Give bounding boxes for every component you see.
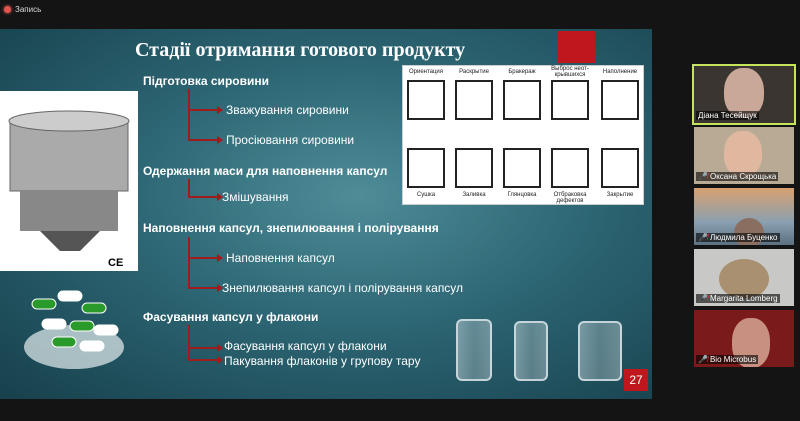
shared-slide: Стадії отримання готового продукту CE Пі… <box>0 29 652 399</box>
capsules-bowl-image <box>22 269 126 381</box>
participant-tile[interactable]: 🎤̸Людмила Буценко <box>694 188 794 245</box>
section-heading: Фасування капсул у флакони <box>143 310 319 324</box>
recording-indicator[interactable]: Запись <box>4 5 41 14</box>
mic-muted-icon: 🎤̸ <box>698 294 708 303</box>
page-number: 27 <box>624 369 648 391</box>
step-item: Просіювання сировини <box>226 133 355 147</box>
section-heading: Наповнення капсул, знепилювання і поліру… <box>143 221 439 235</box>
section-heading: Одержання маси для наповнення капсул <box>143 164 388 178</box>
glass-jar-image <box>456 319 492 381</box>
record-icon <box>4 6 11 13</box>
glass-jar-image <box>578 321 622 381</box>
recording-label: Запись <box>15 5 42 14</box>
mic-muted-icon: 🎤̸ <box>698 172 708 181</box>
participant-name: Оксана Скрощька <box>709 172 777 181</box>
mic-muted-icon: 🎤̸ <box>698 233 708 242</box>
participant-name: Діана Тесейщук <box>698 111 757 120</box>
participant-tile[interactable]: 🎤̸Bio Microbus <box>694 310 794 367</box>
participant-name: Bio Microbus <box>709 355 757 364</box>
participant-name: Людмила Буценко <box>709 233 778 242</box>
participant-tile[interactable]: 🎤̸Оксана Скрощька <box>694 127 794 184</box>
participant-name: Margarita Lomberg <box>709 294 778 303</box>
slide-title: Стадії отримання готового продукту <box>135 39 466 61</box>
sieve-machine-image: CE <box>0 91 138 271</box>
mic-muted-icon: 🎤̸ <box>698 355 708 364</box>
participant-tile[interactable]: 🎤̸Margarita Lomberg <box>694 249 794 306</box>
step-item: Змішування <box>222 190 289 204</box>
step-item: Зважування сировини <box>226 103 349 117</box>
step-item: Наповнення капсул <box>226 251 335 265</box>
step-item: Знепилювання капсул і полірування капсул <box>222 281 464 295</box>
step-item: Пакування флаконів у групову тару <box>224 354 421 368</box>
slide-accent <box>558 31 595 63</box>
section-heading: Підготовка сировини <box>143 74 269 88</box>
glass-jar-image <box>514 321 548 381</box>
participant-tile[interactable]: Діана Тесейщук <box>692 64 796 125</box>
capsule-process-diagram: Ориентация Раскрытие Бракераж Выброс нео… <box>402 65 644 205</box>
ce-mark: CE <box>108 257 123 269</box>
step-item: Фасування капсул у флакони <box>224 339 387 353</box>
